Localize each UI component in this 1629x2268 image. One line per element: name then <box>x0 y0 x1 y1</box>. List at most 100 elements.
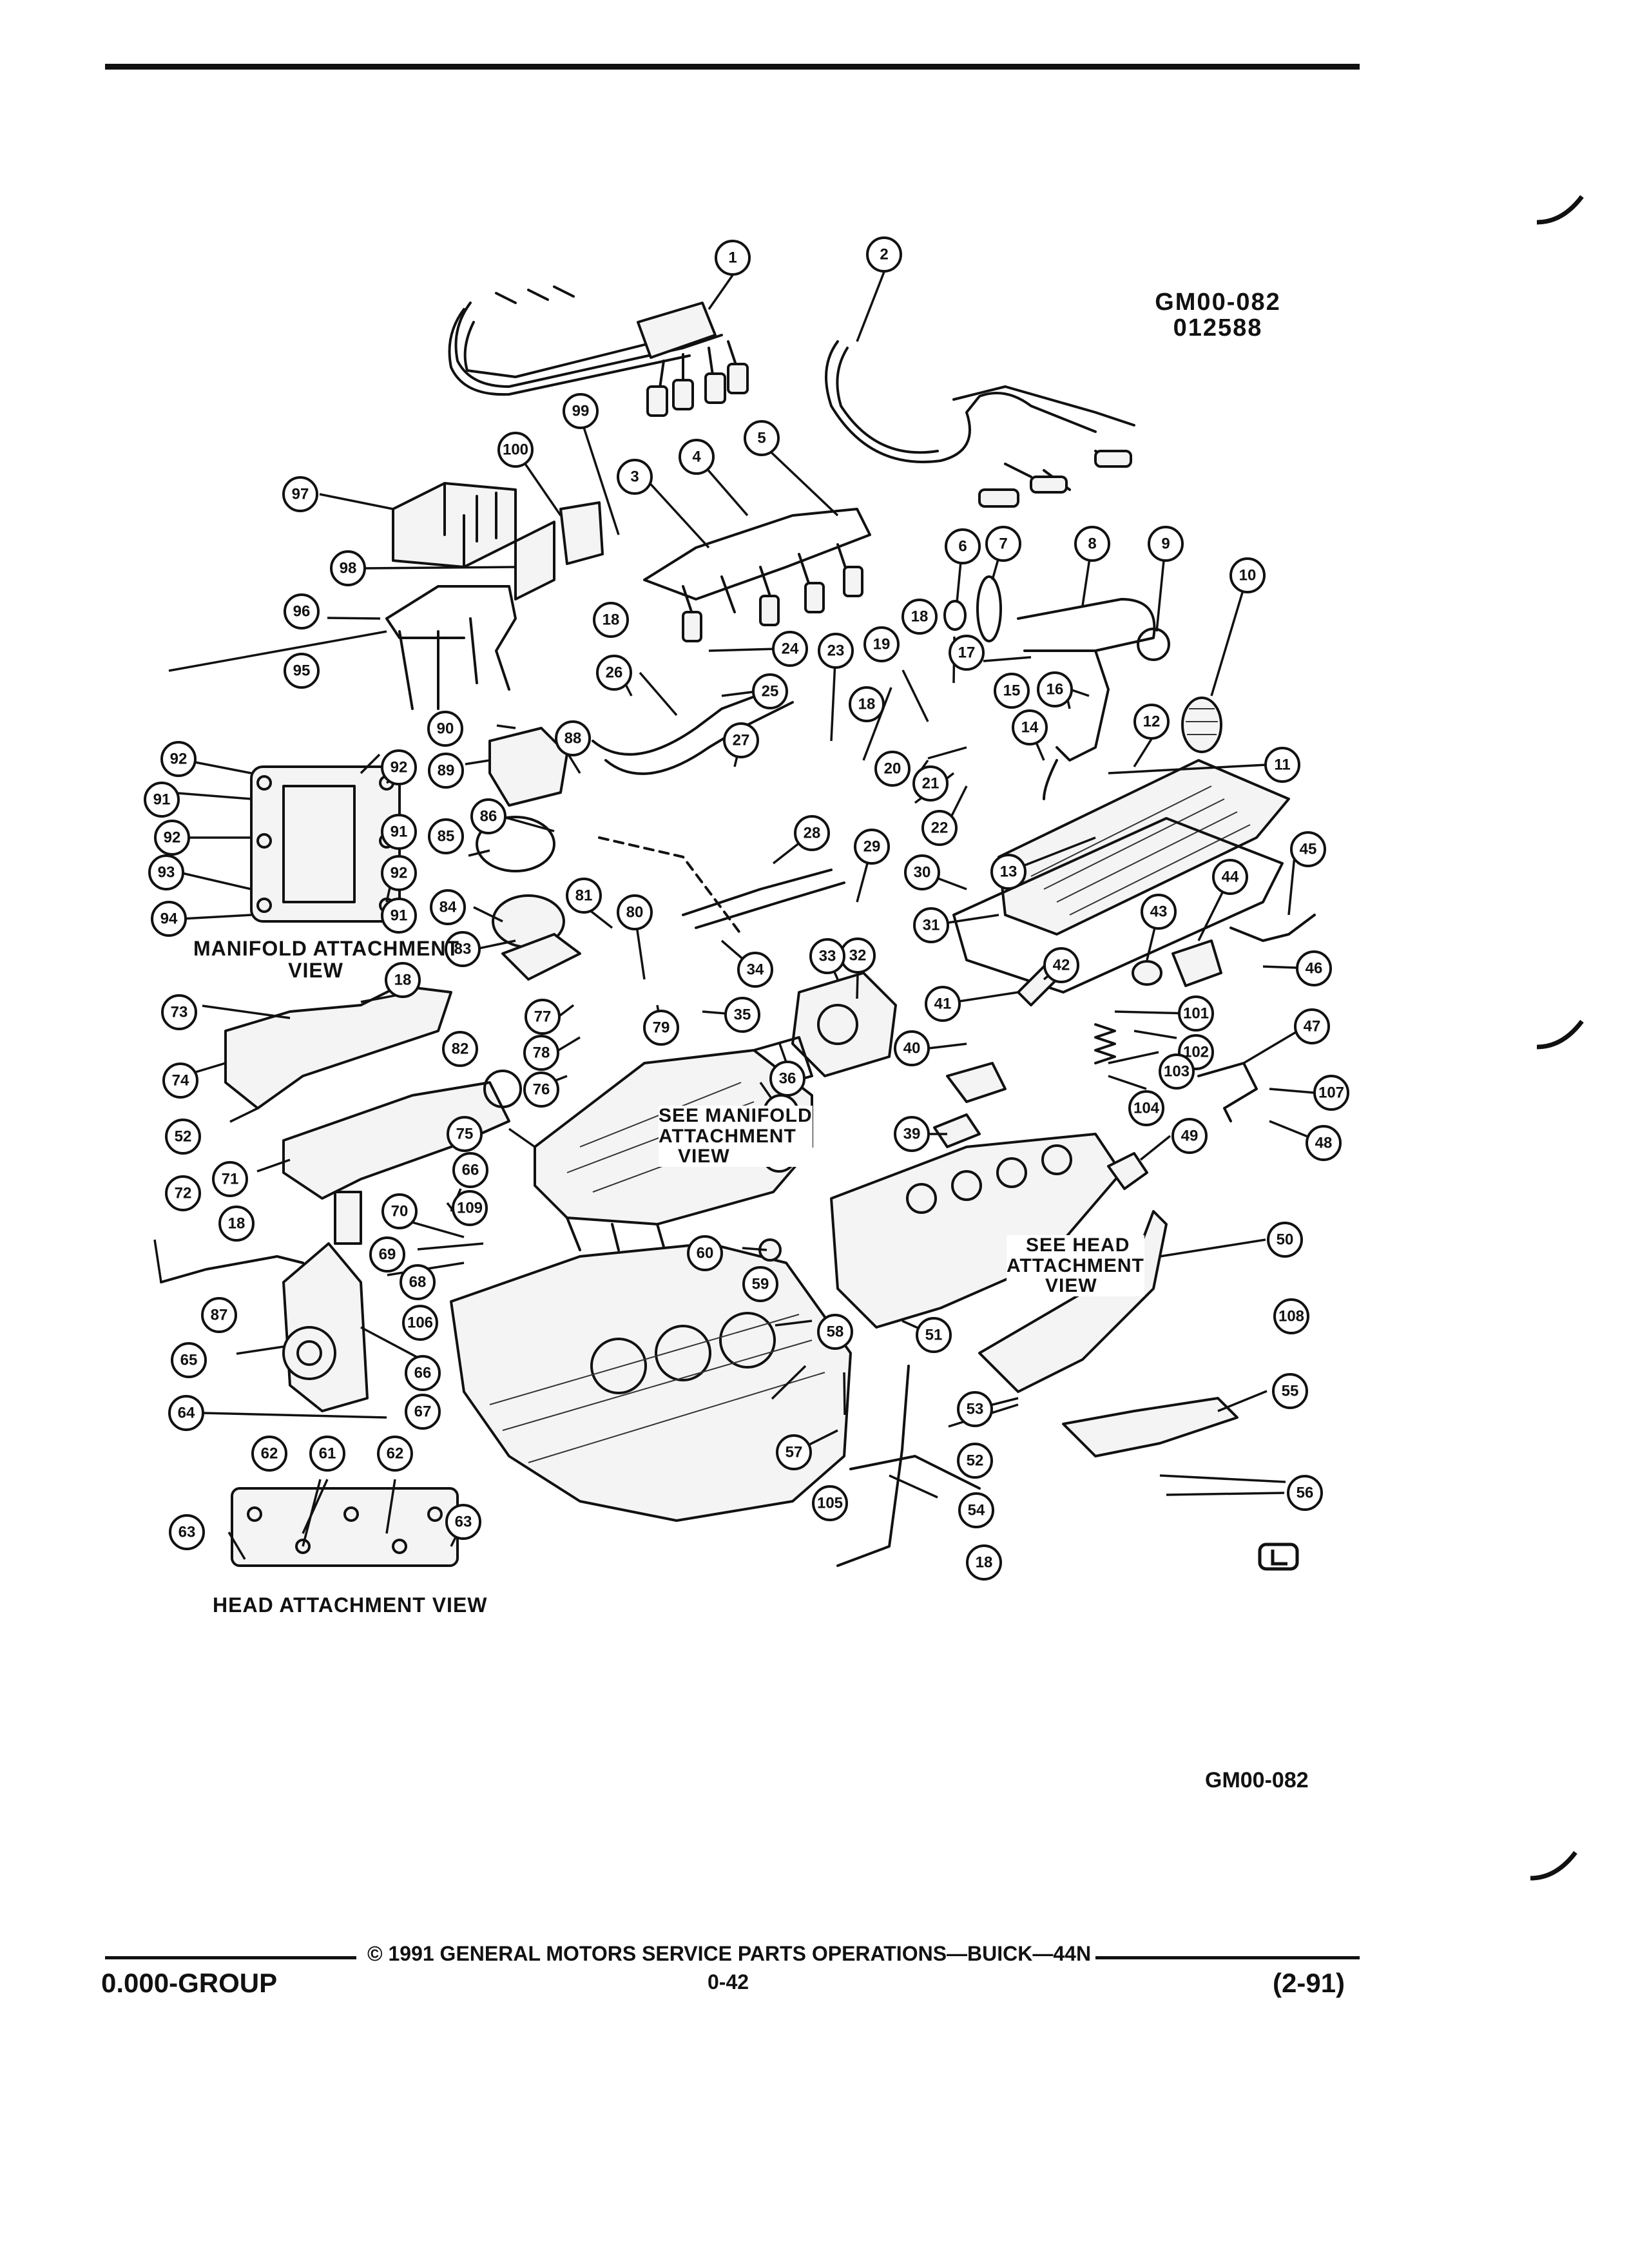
callout-9[interactable]: 9 <box>1148 526 1184 562</box>
callout-32[interactable]: 32 <box>840 937 876 974</box>
callout-68[interactable]: 68 <box>400 1264 436 1300</box>
callout-56[interactable]: 56 <box>1287 1475 1323 1511</box>
callout-85[interactable]: 85 <box>428 818 464 854</box>
callout-18d[interactable]: 18 <box>385 962 421 998</box>
callout-89[interactable]: 89 <box>428 753 464 789</box>
callout-96[interactable]: 96 <box>284 593 320 629</box>
callout-19[interactable]: 19 <box>863 626 900 662</box>
callout-72[interactable]: 72 <box>165 1175 201 1211</box>
callout-18b[interactable]: 18 <box>901 599 938 635</box>
callout-92c[interactable]: 92 <box>154 820 190 856</box>
callout-3[interactable]: 3 <box>617 459 653 495</box>
callout-10[interactable]: 10 <box>1229 557 1266 593</box>
callout-95[interactable]: 95 <box>284 653 320 689</box>
callout-70[interactable]: 70 <box>381 1193 418 1229</box>
callout-92b[interactable]: 92 <box>381 749 417 785</box>
callout-91b[interactable]: 91 <box>381 814 417 850</box>
callout-97[interactable]: 97 <box>282 476 318 512</box>
callout-18c[interactable]: 18 <box>849 686 885 722</box>
callout-14[interactable]: 14 <box>1012 709 1048 745</box>
callout-46[interactable]: 46 <box>1296 950 1332 986</box>
callout-22[interactable]: 22 <box>921 810 958 846</box>
callout-52b[interactable]: 52 <box>957 1443 993 1479</box>
callout-52a[interactable]: 52 <box>165 1119 201 1155</box>
callout-92d[interactable]: 92 <box>381 855 417 891</box>
callout-78[interactable]: 78 <box>523 1035 559 1071</box>
callout-4[interactable]: 4 <box>679 439 715 475</box>
callout-66b[interactable]: 66 <box>452 1152 488 1188</box>
callout-76[interactable]: 76 <box>523 1072 559 1108</box>
callout-82[interactable]: 82 <box>442 1031 478 1067</box>
callout-21[interactable]: 21 <box>912 765 949 802</box>
callout-86[interactable]: 86 <box>470 798 506 834</box>
callout-29[interactable]: 29 <box>854 829 890 865</box>
callout-59[interactable]: 59 <box>742 1266 778 1302</box>
callout-34[interactable]: 34 <box>737 952 773 988</box>
callout-35[interactable]: 35 <box>724 997 760 1033</box>
callout-28[interactable]: 28 <box>794 815 830 851</box>
callout-84[interactable]: 84 <box>430 889 466 925</box>
callout-20[interactable]: 20 <box>874 751 911 787</box>
callout-18a[interactable]: 18 <box>593 602 629 638</box>
callout-101[interactable]: 101 <box>1178 995 1214 1032</box>
callout-106[interactable]: 106 <box>402 1305 438 1341</box>
callout-15[interactable]: 15 <box>994 673 1030 709</box>
callout-51[interactable]: 51 <box>916 1317 952 1353</box>
callout-67[interactable]: 67 <box>405 1394 441 1430</box>
callout-100[interactable]: 100 <box>497 432 534 468</box>
callout-18e[interactable]: 18 <box>218 1206 255 1242</box>
callout-45[interactable]: 45 <box>1290 831 1326 867</box>
callout-27[interactable]: 27 <box>723 722 759 758</box>
callout-33[interactable]: 33 <box>809 938 845 974</box>
callout-63a[interactable]: 63 <box>169 1514 205 1550</box>
callout-64[interactable]: 64 <box>168 1395 204 1431</box>
callout-83[interactable]: 83 <box>445 931 481 967</box>
callout-50[interactable]: 50 <box>1267 1222 1303 1258</box>
callout-81[interactable]: 81 <box>566 878 602 914</box>
callout-16[interactable]: 16 <box>1037 671 1073 707</box>
callout-108[interactable]: 108 <box>1273 1298 1309 1334</box>
callout-26[interactable]: 26 <box>596 655 632 691</box>
callout-105[interactable]: 105 <box>812 1485 848 1521</box>
callout-88[interactable]: 88 <box>555 720 591 756</box>
callout-66a[interactable]: 66 <box>405 1355 441 1391</box>
callout-31[interactable]: 31 <box>913 907 949 943</box>
callout-91a[interactable]: 91 <box>144 782 180 818</box>
callout-11[interactable]: 11 <box>1264 747 1300 783</box>
callout-98[interactable]: 98 <box>330 550 366 586</box>
callout-2[interactable]: 2 <box>866 236 902 273</box>
callout-44[interactable]: 44 <box>1212 859 1248 895</box>
callout-24[interactable]: 24 <box>772 631 808 667</box>
callout-12[interactable]: 12 <box>1133 704 1170 740</box>
callout-49[interactable]: 49 <box>1171 1118 1208 1154</box>
callout-63b[interactable]: 63 <box>445 1504 481 1540</box>
callout-104[interactable]: 104 <box>1128 1090 1164 1126</box>
callout-40[interactable]: 40 <box>894 1030 930 1066</box>
callout-73[interactable]: 73 <box>161 994 197 1030</box>
callout-93[interactable]: 93 <box>148 854 184 890</box>
callout-58[interactable]: 58 <box>817 1314 853 1350</box>
callout-77[interactable]: 77 <box>525 999 561 1035</box>
callout-54[interactable]: 54 <box>958 1492 994 1528</box>
callout-30[interactable]: 30 <box>904 854 940 890</box>
callout-79[interactable]: 79 <box>643 1010 679 1046</box>
callout-36[interactable]: 36 <box>769 1061 805 1097</box>
callout-5[interactable]: 5 <box>744 420 780 456</box>
callout-87[interactable]: 87 <box>201 1297 237 1333</box>
callout-62a[interactable]: 62 <box>251 1436 287 1472</box>
callout-65[interactable]: 65 <box>171 1342 207 1378</box>
callout-7[interactable]: 7 <box>985 526 1021 562</box>
callout-25[interactable]: 25 <box>752 673 788 709</box>
callout-48[interactable]: 48 <box>1306 1125 1342 1161</box>
callout-41[interactable]: 41 <box>925 986 961 1022</box>
callout-43[interactable]: 43 <box>1141 894 1177 930</box>
callout-47[interactable]: 47 <box>1294 1008 1330 1044</box>
callout-6[interactable]: 6 <box>945 528 981 564</box>
callout-80[interactable]: 80 <box>617 894 653 930</box>
callout-74[interactable]: 74 <box>162 1062 198 1099</box>
callout-109[interactable]: 109 <box>452 1190 488 1226</box>
callout-13[interactable]: 13 <box>990 854 1027 890</box>
callout-90[interactable]: 90 <box>427 711 463 747</box>
callout-75[interactable]: 75 <box>447 1116 483 1152</box>
callout-62b[interactable]: 62 <box>377 1436 413 1472</box>
